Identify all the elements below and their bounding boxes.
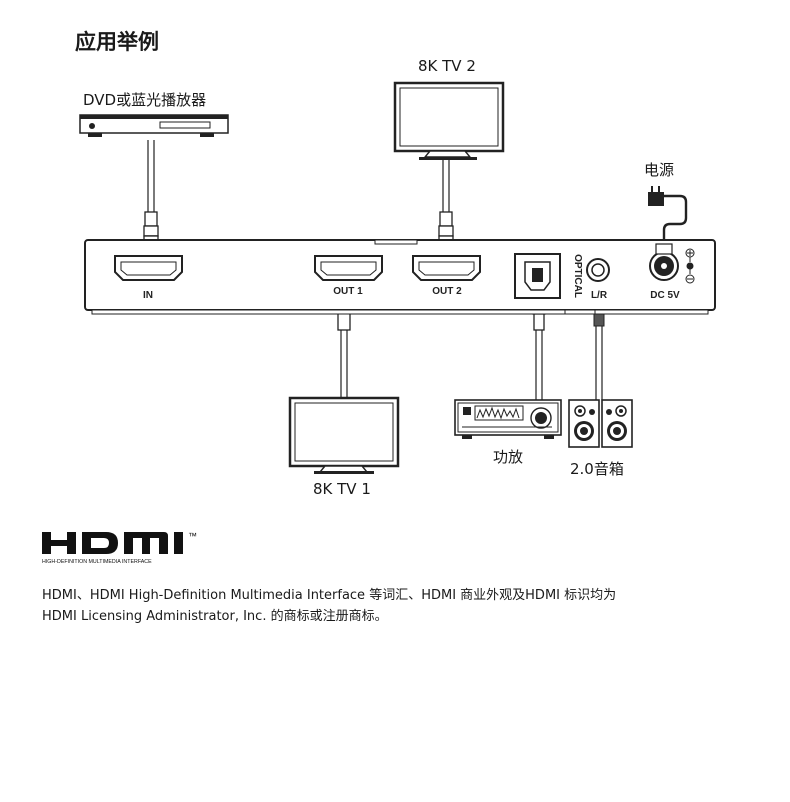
polarity-symbol <box>685 248 695 284</box>
cables <box>147 140 688 400</box>
hdmi-port-in <box>114 255 183 281</box>
port-label-lr: L/R <box>591 290 608 301</box>
connection-diagram: IN OUT 1 OUT 2 L/R DC 5V OPTICAL <box>79 81 716 474</box>
hdmi-splitter <box>84 239 716 315</box>
trademark-notice: HDMI、HDMI High-Definition Multimedia Int… <box>42 585 762 627</box>
label-tv2: 8K TV 2 <box>418 57 476 75</box>
port-label-optical: OPTICAL <box>572 254 583 298</box>
trademark-notice-line-1: HDMI、HDMI High-Definition Multimedia Int… <box>42 588 617 603</box>
amplifier-icon <box>454 399 562 439</box>
hdmi-port-out2 <box>412 255 481 281</box>
dvd-player-icon <box>79 114 229 137</box>
port-label-out1: OUT 1 <box>333 286 363 297</box>
label-power: 电源 <box>644 161 675 179</box>
hdmi-port-out1 <box>314 255 383 281</box>
page-title: 应用举例 <box>75 30 159 54</box>
label-dvd-player: DVD或蓝光播放器 <box>83 91 207 109</box>
dc-power-jack <box>649 243 679 281</box>
port-label-out2: OUT 2 <box>432 286 462 297</box>
tv2-icon <box>393 81 505 160</box>
lr-audio-jack <box>586 258 610 282</box>
label-tv1: 8K TV 1 <box>313 480 371 498</box>
port-label-in: IN <box>143 290 153 301</box>
label-speakers: 2.0音箱 <box>570 460 624 478</box>
hdmi-logo-tagline: HIGH-DEFINITION MULTIMEDIA INTERFACE <box>42 559 152 565</box>
tv1-icon <box>288 396 400 474</box>
hdmi-logo: ™ HIGH-DEFINITION MULTIMEDIA INTERFACE <box>42 530 222 570</box>
hdmi-logo-tm: ™ <box>188 531 197 541</box>
speakers-icon <box>568 399 633 448</box>
optical-port <box>514 253 561 299</box>
label-amplifier: 功放 <box>493 448 524 466</box>
port-label-dc: DC 5V <box>650 290 680 301</box>
trademark-notice-line-2: HDMI Licensing Administrator, Inc. 的商标或注… <box>42 609 388 624</box>
power-adapter-icon <box>648 186 664 206</box>
